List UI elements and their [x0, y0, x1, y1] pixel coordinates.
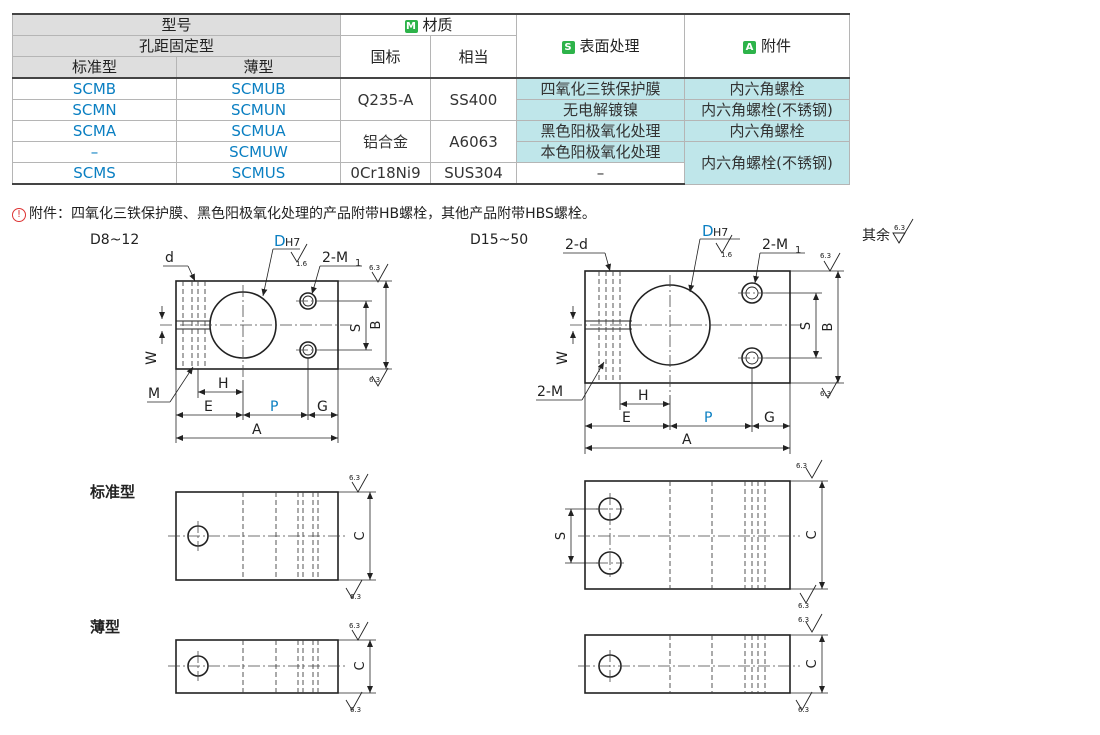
- svg-text:6.3: 6.3: [798, 616, 809, 624]
- svg-text:2-M: 2-M: [762, 237, 788, 253]
- note-text: 附件：四氧化三铁保护膜、黑色阳极氧化处理的产品附带HB螺栓，其他产品附带HBS螺…: [29, 206, 596, 222]
- svg-text:H7: H7: [285, 236, 300, 249]
- svg-text:1: 1: [795, 245, 801, 256]
- svg-text:6.3: 6.3: [350, 593, 361, 601]
- table-cell-code[interactable]: SCMA: [12, 120, 177, 142]
- large-standard-view: S C 6.3 6.3: [554, 459, 828, 610]
- table-cell-code[interactable]: SCMUA: [175, 120, 342, 142]
- table-cell-surface: 无电解镀镍: [516, 99, 686, 121]
- svg-text:E: E: [204, 399, 213, 415]
- svg-text:6.3: 6.3: [369, 376, 380, 384]
- svg-text:S: S: [554, 532, 569, 540]
- svg-text:H7: H7: [713, 226, 728, 239]
- svg-text:6.3: 6.3: [350, 706, 361, 714]
- accessory-note: !附件：四氧化三铁保护膜、黑色阳极氧化处理的产品附带HB螺栓，其他产品附带HBS…: [12, 203, 596, 223]
- header-standard-type: 标准型: [12, 56, 177, 79]
- svg-text:6.3: 6.3: [349, 474, 360, 482]
- svg-text:2-M: 2-M: [322, 250, 348, 266]
- header-model: 型号: [11, 13, 342, 36]
- small-size-title: D8~12: [90, 232, 139, 248]
- large-thin-view: C 6.3 6.3: [578, 613, 828, 714]
- svg-text:G: G: [764, 410, 775, 426]
- small-standard-view: 标准型 C 6.3 6.3: [89, 473, 376, 601]
- svg-text:2-M: 2-M: [537, 384, 563, 400]
- svg-text:C: C: [805, 530, 820, 539]
- svg-text:其余: 其余: [862, 227, 890, 244]
- svg-text:W: W: [144, 351, 160, 365]
- table-cell-surface: 本色阳极氧化处理: [516, 141, 686, 163]
- accessory-badge-icon: A: [743, 41, 757, 54]
- header-thin-type: 薄型: [175, 56, 342, 79]
- table-cell-code[interactable]: SCMUS: [175, 162, 342, 185]
- svg-text:D: D: [702, 222, 714, 240]
- svg-text:A: A: [252, 422, 262, 438]
- large-size-title: D15~50: [470, 232, 528, 248]
- svg-text:1.6: 1.6: [296, 260, 308, 268]
- table-cell-material: 0Cr18Ni9: [340, 162, 432, 185]
- svg-text:6.3: 6.3: [349, 622, 360, 630]
- table-cell-code[interactable]: SCMUB: [175, 77, 342, 100]
- header-equivalent: 相当: [430, 35, 518, 79]
- svg-text:6.3: 6.3: [796, 462, 807, 470]
- svg-text:6.3: 6.3: [820, 390, 831, 398]
- label-standard: 标准型: [89, 483, 135, 501]
- svg-text:B: B: [369, 321, 384, 330]
- svg-text:W: W: [555, 351, 571, 365]
- table-cell-material: SS400: [430, 77, 518, 121]
- svg-text:B: B: [821, 323, 836, 332]
- svg-text:H: H: [638, 388, 649, 404]
- svg-text:P: P: [270, 399, 278, 415]
- table-cell-material: Q235-A: [340, 77, 432, 121]
- table-cell-accessory: 内六角螺栓(不锈钢): [684, 141, 851, 185]
- svg-text:6.3: 6.3: [798, 706, 809, 714]
- small-front-view: D8~12 d D H7 1.6 2-M 1: [90, 232, 392, 443]
- svg-text:6.3: 6.3: [894, 224, 905, 232]
- svg-text:6.3: 6.3: [820, 252, 831, 260]
- svg-text:A: A: [682, 432, 692, 448]
- table-cell-surface: 四氧化三铁保护膜: [516, 77, 686, 100]
- svg-text:E: E: [622, 410, 631, 426]
- svg-text:S: S: [349, 324, 364, 332]
- table-cell-material: SUS304: [430, 162, 518, 185]
- table-cell-code[interactable]: SCMS: [12, 162, 177, 185]
- table-cell-surface: –: [516, 162, 686, 185]
- table-cell-material: A6063: [430, 120, 518, 163]
- table-cell-code[interactable]: SCMUW: [175, 141, 342, 163]
- header-pitch-fixed: 孔距固定型: [11, 35, 342, 57]
- table-cell-accessory: 内六角螺栓: [684, 120, 851, 142]
- warning-icon: !: [12, 208, 26, 222]
- svg-text:1: 1: [355, 258, 361, 269]
- label-thin: 薄型: [90, 618, 120, 636]
- svg-text:1.6: 1.6: [721, 251, 733, 259]
- large-front-view: D15~50 2-d D H7 1.6 2-M 1 6.3: [470, 222, 844, 454]
- svg-text:6.3: 6.3: [798, 602, 809, 610]
- rest-roughness-note: 其余 6.3: [862, 218, 914, 244]
- svg-text:G: G: [317, 399, 328, 415]
- svg-text:D: D: [274, 232, 286, 250]
- svg-text:H: H: [218, 376, 229, 392]
- svg-text:S: S: [799, 322, 814, 330]
- table-cell-material: 铝合金: [340, 120, 432, 163]
- svg-text:C: C: [805, 659, 820, 668]
- svg-text:2-d: 2-d: [565, 237, 588, 253]
- svg-text:P: P: [704, 410, 712, 426]
- table-cell-code[interactable]: SCMB: [12, 77, 177, 100]
- surface-badge-icon: S: [561, 41, 575, 54]
- material-badge-icon: M: [404, 20, 418, 33]
- svg-text:C: C: [353, 531, 368, 540]
- svg-text:6.3: 6.3: [369, 264, 380, 272]
- table-cell-code[interactable]: SCMUN: [175, 99, 342, 121]
- small-thin-view: 薄型 C 6.3 6.3: [90, 618, 376, 714]
- svg-text:d: d: [165, 250, 174, 266]
- table-cell-code[interactable]: –: [12, 141, 177, 163]
- svg-text:C: C: [353, 661, 368, 670]
- table-cell-accessory: 内六角螺栓: [684, 77, 851, 100]
- svg-text:M: M: [148, 386, 160, 402]
